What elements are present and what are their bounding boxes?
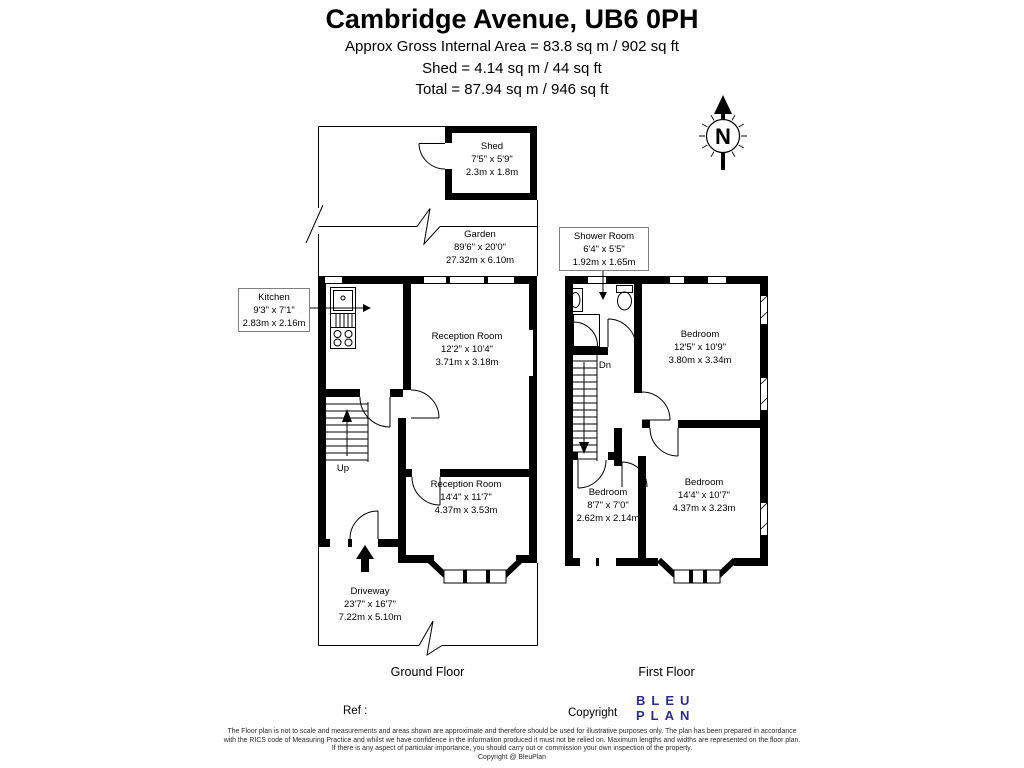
room-size-metric: 27.32m x 6.10m — [445, 255, 515, 266]
disclaimer-line: If there is any aspect of particular imp… — [331, 745, 693, 753]
page-title: Cambridge Avenue, UB6 0PH — [325, 4, 699, 34]
logo-line-1: BLEU — [636, 693, 696, 708]
room-name: Shower Room — [573, 231, 635, 242]
room-size-metric: 2.83m x 2.16m — [242, 318, 306, 329]
room-name: Kitchen — [258, 292, 290, 303]
shed-area-line: Shed = 4.14 sq m / 44 sq ft — [422, 59, 602, 77]
shower-room-fixtures — [568, 285, 633, 347]
disclaimer-line: with the RICS code of Measuring Practice… — [223, 736, 801, 744]
first-floor-label: First Floor — [638, 665, 695, 679]
room-size-metric: 2.62m x 2.14m — [576, 513, 640, 524]
room-name: Reception Room — [430, 479, 502, 490]
total-area-line: Total = 87.94 sq m / 946 sq ft — [415, 81, 609, 98]
bleuplan-logo: BLEU PLAN — [636, 693, 696, 723]
kitchen-callout-label: Kitchen 9'3" x 7'1" 2.83m x 2.16m — [238, 288, 310, 332]
first-bay-window — [656, 557, 738, 584]
reception-room-1-label: Reception Room 12'2" x 10'4" 3.71m x 3.1… — [417, 330, 517, 369]
shower-room-callout-label: Shower Room 6'4" x 5'5" 1.92m x 1.65m — [559, 227, 649, 271]
room-size-imperial: 14'4" x 11'7" — [440, 492, 492, 503]
ref-label: Ref : — [343, 705, 368, 717]
room-size-imperial: 8'7" x 7'0" — [587, 500, 629, 511]
ground-doors — [349, 389, 441, 540]
room-name: Shed — [480, 141, 504, 152]
bedroom-2-label: Bedroom 8'7" x 7'0" 2.62m x 2.14m — [566, 486, 650, 525]
first-floor-plan — [565, 267, 768, 584]
bedroom-1-label: Bedroom 12'5" x 10'9" 3.80m x 3.34m — [648, 328, 752, 367]
header: Cambridge Avenue, UB6 0PH Approx Gross I… — [0, 0, 1024, 101]
room-size-imperial: 89'6" x 20'0" — [453, 242, 507, 253]
entrance-arrow-icon — [356, 545, 374, 572]
driveway-boundary — [318, 547, 538, 657]
room-size-imperial: 7'5" x 5'9" — [471, 154, 513, 165]
ground-floor-label: Ground Floor — [390, 665, 465, 679]
room-name: Bedroom — [680, 329, 720, 340]
room-name: Bedroom — [588, 487, 628, 498]
shower-leader-line — [599, 267, 607, 300]
room-size-imperial: 6'4" x 5'5" — [583, 244, 625, 255]
ground-floor-plan — [305, 126, 538, 657]
room-size-metric: 1.92m x 1.65m — [572, 257, 636, 268]
first-stairs — [573, 352, 598, 461]
ground-bay-window — [426, 557, 524, 584]
first-doors — [577, 318, 679, 489]
room-size-imperial: 9'3" x 7'1" — [253, 305, 295, 316]
shed-walls — [445, 126, 537, 200]
kitchen-fixtures — [330, 287, 356, 349]
room-name: Garden — [464, 229, 496, 240]
gross-area-line: Approx Gross Internal Area = 83.8 sq m /… — [345, 38, 679, 55]
room-size-metric: 4.37m x 3.53m — [434, 505, 498, 516]
room-size-metric: 2.3m x 1.8m — [465, 167, 519, 178]
room-name: Reception Room — [431, 331, 503, 342]
room-size-imperial: 23'7" x 16'7" — [343, 599, 397, 610]
stairs-up-label: Up — [336, 463, 350, 474]
first-windows — [580, 277, 768, 566]
copyright-label: Copyright — [568, 707, 618, 719]
room-name: Driveway — [350, 586, 390, 597]
shed-label: Shed 7'5" x 5'9" 2.3m x 1.8m — [447, 140, 537, 179]
stairs-down-label: Dn — [598, 360, 612, 371]
reception-room-2-label: Reception Room 14'4" x 11'7" 4.37m x 3.5… — [415, 478, 517, 517]
north-arrow-icon: N — [699, 95, 747, 170]
room-size-imperial: 14'4" x 10'7" — [677, 490, 731, 501]
disclaimer: The Floor plan is not to scale and measu… — [0, 728, 1024, 762]
room-size-metric: 7.22m x 5.10m — [338, 612, 402, 623]
disclaimer-line: The Floor plan is not to scale and measu… — [227, 728, 797, 735]
room-size-metric: 3.71m x 3.18m — [435, 357, 499, 368]
north-letter: N — [715, 124, 731, 149]
room-size-metric: 3.80m x 3.34m — [668, 355, 732, 366]
garden-label: Garden 89'6" x 20'0" 27.32m x 6.10m — [428, 228, 532, 267]
room-size-imperial: 12'2" x 10'4" — [440, 344, 494, 355]
shed-door — [418, 143, 446, 170]
disclaimer-line: Copyright @ BleuPlan — [478, 753, 546, 761]
garden-boundary — [305, 126, 538, 276]
first-walls — [565, 276, 768, 566]
bedroom-3-label: Bedroom 14'4" x 10'7" 4.37m x 3.23m — [652, 476, 756, 515]
room-size-imperial: 12'5" x 10'9" — [673, 342, 727, 353]
ground-windows — [325, 276, 533, 547]
kitchen-leader-line — [308, 304, 371, 312]
room-size-metric: 4.37m x 3.23m — [672, 503, 736, 514]
room-name: Bedroom — [684, 477, 724, 488]
driveway-label: Driveway 23'7" x 16'7" 7.22m x 5.10m — [318, 585, 422, 624]
logo-line-2: PLAN — [636, 707, 696, 723]
ground-stairs — [326, 402, 369, 462]
